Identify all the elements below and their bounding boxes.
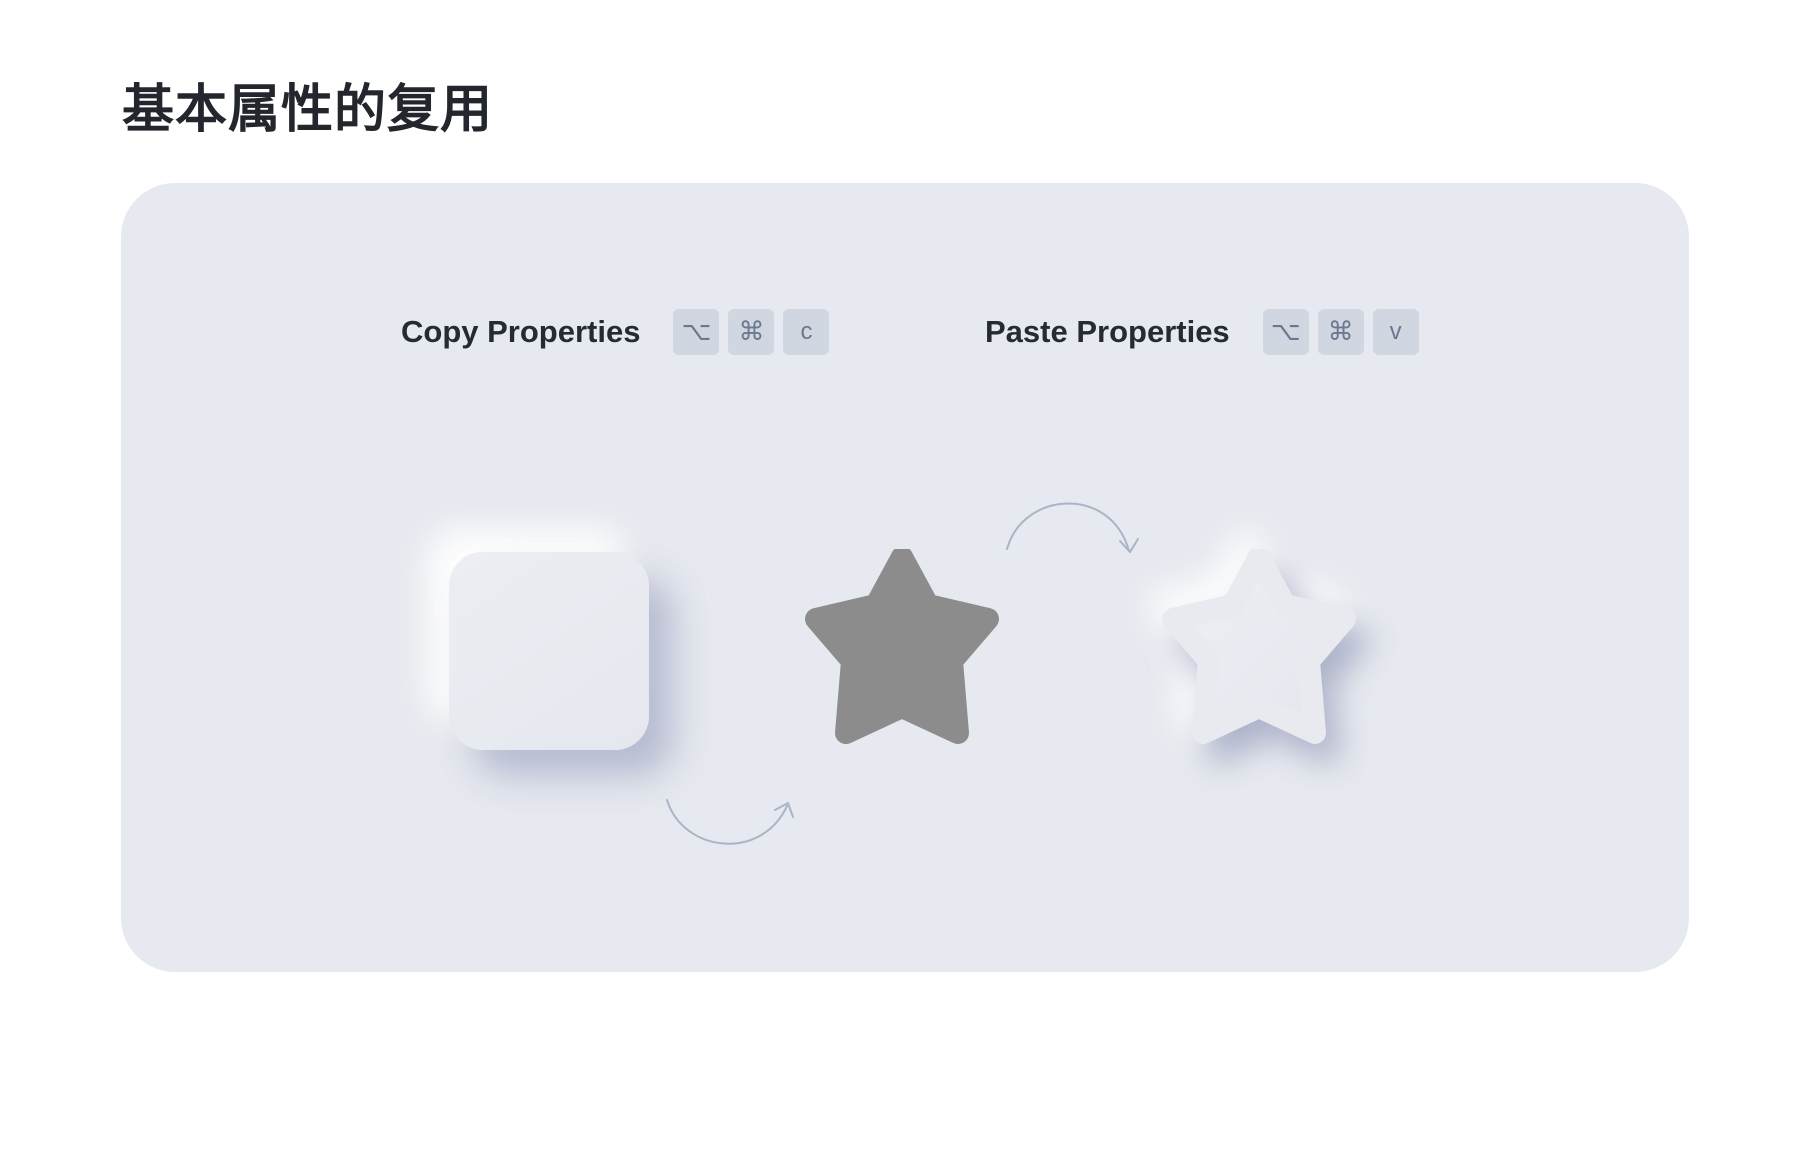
- page-title: 基本属性的复用: [122, 80, 494, 140]
- paste-properties-label: Paste Properties: [985, 314, 1230, 349]
- option-key-icon: ⌥: [673, 309, 720, 355]
- illustration-panel: Copy Properties ⌥ ⌘ c Paste Properties ⌥…: [121, 183, 1689, 972]
- v-key: v: [1372, 309, 1419, 355]
- paste-properties-shortcut: Paste Properties ⌥ ⌘ v: [985, 307, 1428, 357]
- c-key: c: [783, 309, 830, 355]
- command-key-icon: ⌘: [1317, 309, 1364, 355]
- neumorphic-square-shape: [449, 552, 649, 750]
- curved-arrow-icon: [666, 799, 794, 845]
- neumorphic-star-shape: [1162, 549, 1356, 744]
- curved-arrow-icon: [1006, 502, 1139, 553]
- copy-properties-shortcut: Copy Properties ⌥ ⌘ c: [401, 307, 838, 357]
- command-key-icon: ⌘: [728, 309, 775, 355]
- copy-properties-label: Copy Properties: [401, 314, 641, 349]
- option-key-icon: ⌥: [1262, 309, 1309, 355]
- flat-star-shape: [805, 549, 999, 744]
